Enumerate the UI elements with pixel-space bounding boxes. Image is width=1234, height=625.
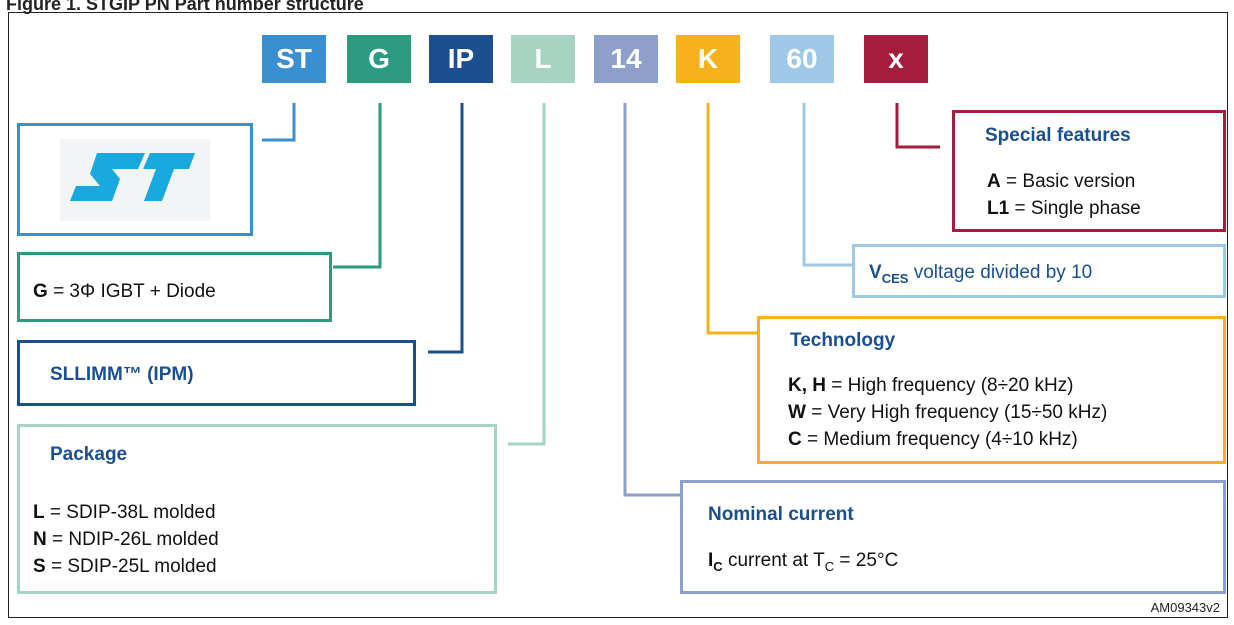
package-item: N = NDIP-26L molded bbox=[33, 529, 219, 550]
figure-caption: Figure 1. STGIP PN Part number structure bbox=[6, 0, 364, 14]
technology-item: C = Medium frequency (4÷10 kHz) bbox=[788, 429, 1078, 450]
connector-60 bbox=[802, 103, 852, 267]
ip-definition-box: SLLIMM™ (IPM) bbox=[17, 340, 416, 406]
code-60: 60 bbox=[770, 35, 834, 83]
connector-l bbox=[508, 103, 546, 446]
g-key: G bbox=[33, 281, 48, 302]
technology-box: Technology K, H = High frequency (8÷20 k… bbox=[757, 316, 1226, 464]
package-box: Package L = SDIP-38L molded N = NDIP-26L… bbox=[17, 424, 497, 594]
current-title: Nominal current bbox=[708, 504, 854, 525]
connector-ip bbox=[428, 103, 464, 354]
st-logo bbox=[60, 139, 210, 221]
technology-item: K, H = High frequency (8÷20 kHz) bbox=[788, 375, 1074, 396]
connector-g bbox=[333, 103, 382, 269]
special-item: L1 = Single phase bbox=[987, 198, 1141, 219]
st-logo-box bbox=[17, 123, 253, 236]
diagram-frame bbox=[8, 12, 1228, 618]
code-14: 14 bbox=[594, 35, 658, 83]
technology-title: Technology bbox=[790, 330, 896, 351]
code-x: x bbox=[864, 35, 928, 83]
figure-reference: AM09343v2 bbox=[1150, 600, 1220, 615]
code-k: K bbox=[676, 35, 740, 83]
package-item: L = SDIP-38L molded bbox=[33, 502, 216, 523]
special-features-box: Special features A = Basic version L1 = … bbox=[952, 110, 1226, 232]
package-title: Package bbox=[50, 444, 128, 465]
vces-text: VCES voltage divided by 10 bbox=[869, 262, 1093, 286]
package-item: S = SDIP-25L molded bbox=[33, 556, 217, 577]
code-ip: IP bbox=[429, 35, 493, 83]
connector-x bbox=[895, 103, 940, 149]
vces-box: VCES voltage divided by 10 bbox=[852, 244, 1226, 298]
special-item: A = Basic version bbox=[987, 171, 1136, 192]
g-definition-box: G = 3Φ IGBT + Diode bbox=[17, 252, 332, 322]
connector-st bbox=[262, 103, 296, 142]
special-title: Special features bbox=[985, 125, 1131, 146]
current-text: IC current at TC = 25°C bbox=[708, 550, 899, 574]
nominal-current-box: Nominal current IC current at TC = 25°C bbox=[680, 480, 1226, 594]
connector-k bbox=[706, 103, 757, 335]
connector-14 bbox=[623, 103, 680, 497]
g-text: = 3Φ IGBT + Diode bbox=[53, 281, 216, 302]
technology-item: W = Very High frequency (15÷50 kHz) bbox=[788, 402, 1108, 423]
code-st: ST bbox=[262, 35, 326, 83]
st-logo-icon bbox=[70, 153, 195, 201]
code-g: G bbox=[347, 35, 411, 83]
ip-text: SLLIMM™ (IPM) bbox=[50, 364, 194, 385]
code-l: L bbox=[511, 35, 575, 83]
